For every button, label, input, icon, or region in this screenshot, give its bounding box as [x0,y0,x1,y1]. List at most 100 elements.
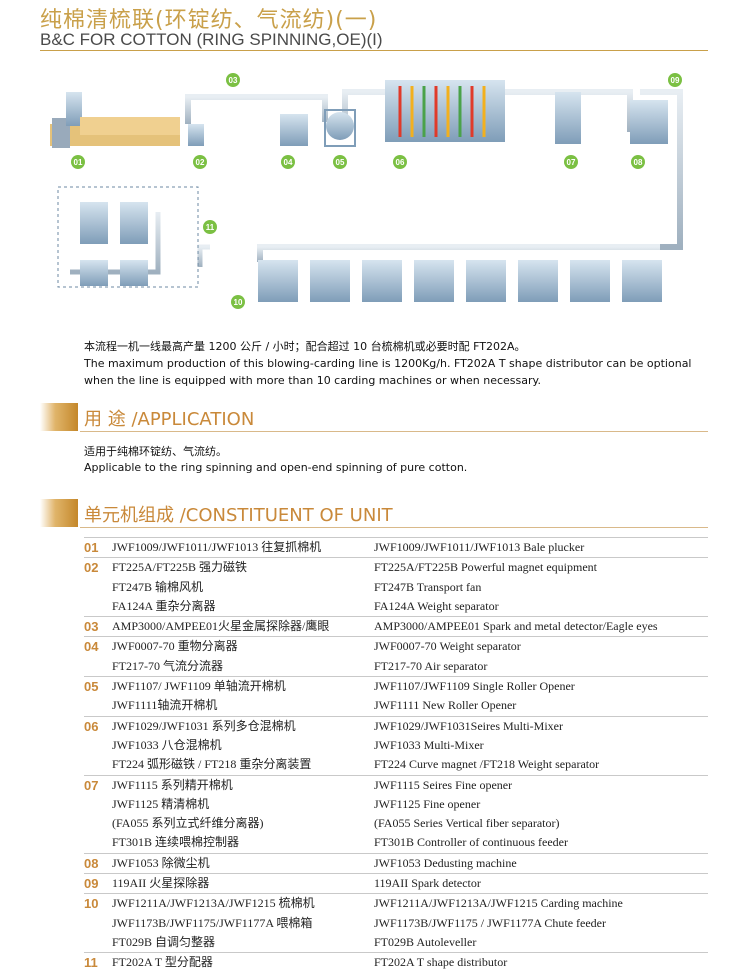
unit-name-en: JWF1173B/JWF1175 / JWF1177A Chute feeder [374,915,606,930]
unit-line: JWF1125 精清棉机 JWF1125 Fine opener [112,795,708,814]
units-table: 01 JWF1009/JWF1011/JWF1013 往复抓棉机 JWF1009/J… [84,537,708,973]
unit-name-cn: JWF1111轴流开棉机 [112,698,218,713]
unit-name-cn: FT217-70 气流分流器 [112,658,224,673]
unit-line: JWF1029/JWF1031 系列多仓混棉机 JWF1029/JWF1031Se… [112,717,708,736]
unit-name-en: JWF1053 Dedusting machine [374,855,517,870]
unit-number: 07 [84,777,99,793]
diagram-label-11: 11 [206,223,215,232]
unit-name-cn: JWF1053 除微尘机 [112,855,210,870]
process-flow-diagram: 01 02 03 04 05 06 07 08 09 10 11 [40,62,708,332]
unit-name-cn: FT224 弧形磁铁 / FT218 重杂分离装置 [112,757,312,772]
diagram-label-03: 03 [229,76,238,85]
unit-row: 01 JWF1009/JWF1011/JWF1013 往复抓棉机 JWF1009/J… [84,537,708,557]
unit-row: 05 JWF1107/ JWF1109 单轴流开棉机 JWF1107/JWF1109… [84,676,708,716]
unit-name-en: JWF1029/JWF1031Seires Multi-Mixer [374,718,563,733]
unit-name-cn: JWF1009/JWF1011/JWF1013 往复抓棉机 [112,540,322,554]
unit-name-en: FA124A Weight separator [374,598,499,613]
unit-name-en: JWF1033 Multi-Mixer [374,737,484,752]
unit-name-en: JWF1107/JWF1109 Single Roller Opener [374,679,575,694]
diagram-label-08: 08 [634,158,643,167]
unit-name-cn: FT301B 连续喂棉控制器 [112,835,240,850]
unit-row: 09 119AII 火星探除器 119AII Spark detector [84,873,708,893]
unit-name-en: 119AII Spark detector [374,876,481,891]
heading-divider [80,431,708,432]
unit-number: 01 [84,540,99,555]
unit-name-cn: JWF1173B/JWF1175/JWF1177A 喂棉箱 [112,915,313,930]
line-description: 本流程一机一线最高产量 1200 公斤 / 小时；配合超过 10 台梳棉机或必要… [84,338,724,389]
unit-name-cn: JWF1115 系列精开棉机 [112,777,233,792]
application-heading: 用 途 /APPLICATION [40,403,708,433]
unit-name-cn: JWF1029/JWF1031 系列多仓混棉机 [112,718,296,733]
unit-name-en: FT029B Autoleveller [374,934,477,949]
unit-name-en: FT224 Curve magnet /FT218 Weight separat… [374,757,600,772]
application-cn: 适用于纯棉环锭纺、气流纺。 [84,445,227,458]
unit-row: 08 JWF1053 除微尘机 JWF1053 Dedusting machine [84,852,708,873]
unit-line: FT217-70 气流分流器 FT217-70 Air separator [112,657,708,676]
unit-line: JWF1173B/JWF1175/JWF1177A 喂棉箱 JWF1173B/JW… [112,914,708,933]
application-en: Applicable to the ring spinning and open… [84,461,468,474]
unit-name-en: FT301B Controller of continuous feeder [374,835,568,850]
unit-line: FT247B 输棉风机 FT247B Transport fan [112,578,708,597]
unit-number: 06 [84,718,99,734]
heading-accent-bar [40,403,78,431]
title-divider [40,50,708,51]
unit-name-cn: FA124A 重杂分离器 [112,598,216,613]
page-title-en: B&C FOR COTTON (RING SPINNING,OE)(I) [40,30,383,49]
unit-number: 04 [84,639,99,655]
unit-name-en: (FA055 Series Vertical fiber separator) [374,816,560,831]
unit-name-cn: JWF1211A/JWF1213A/JWF1215 梳棉机 [112,896,315,911]
description-cn: 本流程一机一线最高产量 1200 公斤 / 小时；配合超过 10 台梳棉机或必要… [84,340,526,353]
unit-line: 119AII 火星探除器 119AII Spark detector [112,874,708,893]
unit-name-en: JWF1125 Fine opener [374,796,481,811]
application-text: 适用于纯棉环锭纺、气流纺。 Applicable to the ring spi… [84,444,467,476]
unit-line: FT224 弧形磁铁 / FT218 重杂分离装置 FT224 Curve mag… [112,755,708,774]
diagram-label-02: 02 [196,158,205,167]
unit-number: 05 [84,679,99,695]
diagram-label-07: 07 [567,158,576,167]
unit-name-en: FT202A T shape distributor [374,955,508,970]
diagram-label-10: 10 [234,298,243,307]
heading-accent-bar [40,499,78,527]
unit-line: (FA055 系列立式纤维分离器) (FA055 Series Vertical … [112,814,708,833]
carding-machine-row [258,260,662,302]
unit-name-en: FT225A/FT225B Powerful magnet equipment [374,560,597,575]
unit-line: FA124A 重杂分离器 FA124A Weight separator [112,597,708,616]
unit-name-en: JWF1009/JWF1011/JWF1013 Bale plucker [374,540,585,554]
unit-name-en: FT247B Transport fan [374,579,482,594]
unit-number: 10 [84,896,99,912]
unit-line: JWF1053 除微尘机 JWF1053 Dedusting machine [112,854,708,873]
unit-name-cn: 119AII 火星探除器 [112,876,210,891]
unit-name-cn: FT247B 输棉风机 [112,579,204,594]
unit-number: 09 [84,876,99,892]
unit-line: JWF1107/ JWF1109 单轴流开棉机 JWF1107/JWF1109 S… [112,677,708,696]
diagram-label-06: 06 [396,158,405,167]
unit-name-cn: JWF1125 精清棉机 [112,796,210,811]
unit-number: 08 [84,855,99,871]
unit-number: 11 [84,955,98,971]
application-heading-text: 用 途 /APPLICATION [84,409,255,430]
diagram-label-05: 05 [336,158,345,167]
unit-line: FT029B 自调匀整器 FT029B Autoleveller [112,933,708,952]
unit-name-cn: FT029B 自调匀整器 [112,934,216,949]
unit-name-cn: JWF1107/ JWF1109 单轴流开棉机 [112,679,286,694]
unit-name-cn: JWF0007-70 重物分离器 [112,639,238,654]
diagram-label-09: 09 [671,76,680,85]
unit-name-en: FT217-70 Air separator [374,658,488,673]
unit-number: 03 [84,619,99,635]
unit-name-cn: AMP3000/AMPEE01火星金属探除器/鹰眼 [112,619,330,634]
diagram-label-04: 04 [284,158,293,167]
unit-name-cn: (FA055 系列立式纤维分离器) [112,816,264,831]
unit-number: 02 [84,560,99,576]
